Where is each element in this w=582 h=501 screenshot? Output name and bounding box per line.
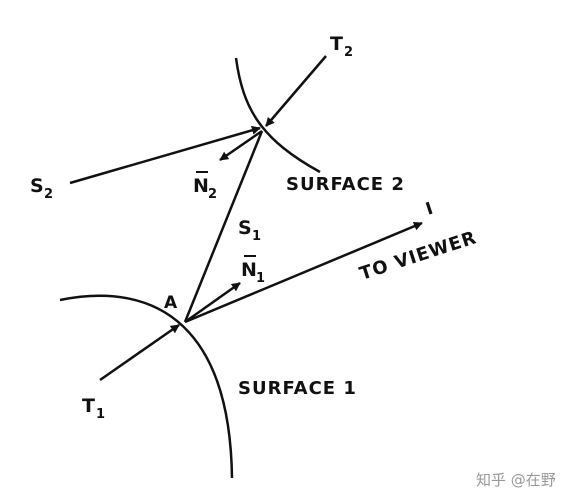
- label-t1-text: T: [82, 395, 95, 417]
- label-n1-text: N: [241, 259, 257, 281]
- label-s1: S 1: [238, 217, 261, 244]
- label-t2-sub: 2: [344, 45, 353, 60]
- label-n2-sub: 2: [208, 187, 217, 202]
- label-n2: N 2: [193, 171, 217, 202]
- normal-n2: [219, 129, 263, 162]
- label-s2: S 2: [30, 175, 53, 202]
- label-t1-sub: 1: [96, 407, 105, 422]
- ray-s2: [69, 125, 261, 185]
- label-t2: T 2: [330, 33, 353, 60]
- label-n1: N 1: [241, 255, 265, 286]
- label-n1-sub: 1: [256, 271, 265, 286]
- ray-t2: [265, 55, 327, 127]
- watermark: 知乎 @在野: [476, 471, 556, 489]
- label-surface-2: SURFACE 2: [286, 174, 405, 195]
- surface-2-curve: [234, 57, 321, 174]
- label-surface-1: SURFACE 1: [238, 378, 357, 399]
- viewer-mark: I: [423, 199, 435, 220]
- label-s1-text: S: [238, 217, 252, 239]
- ray-t1: [99, 323, 180, 382]
- label-s1-sub: 1: [252, 229, 261, 244]
- label-to-viewer: TO VIEWER: [357, 227, 479, 285]
- label-s2-text: S: [30, 175, 44, 197]
- normal-n1: [184, 281, 241, 324]
- label-t1: T 1: [82, 395, 105, 422]
- surface-1-curve: [59, 294, 234, 479]
- label-s2-sub: 2: [44, 187, 53, 202]
- label-n2-text: N: [193, 175, 209, 197]
- label-point-a: A: [164, 293, 178, 313]
- ray-s1: [183, 130, 264, 323]
- label-t2-text: T: [330, 33, 343, 55]
- ray-to-viewer: [184, 221, 423, 324]
